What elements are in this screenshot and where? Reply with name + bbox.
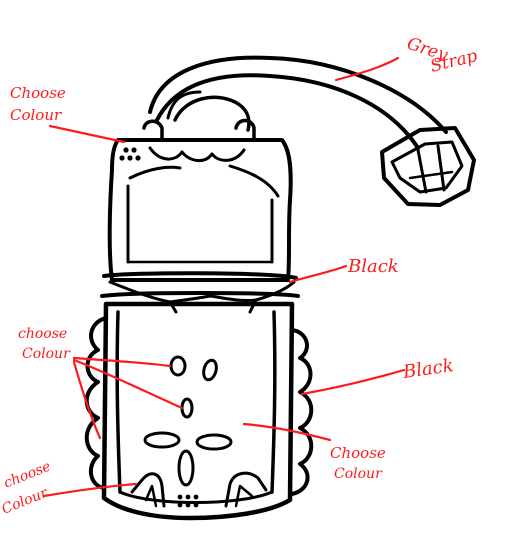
front-cross-emblem xyxy=(143,431,233,487)
grey-strap xyxy=(148,55,448,150)
label-lower-center-line2: Colour xyxy=(334,466,383,482)
right-side-pocket xyxy=(290,328,314,496)
backpack-top-lid xyxy=(107,118,293,282)
label-top-left-line2: Colour xyxy=(10,106,62,124)
label-mid-left-line1: choose xyxy=(18,326,67,342)
lower-pocket-lines xyxy=(130,471,268,508)
bottom-button-cluster-icon xyxy=(177,494,199,508)
front-eyes xyxy=(169,355,218,419)
backpack-main-body xyxy=(101,301,295,521)
label-lower-center-line1: Choose xyxy=(330,444,386,462)
annotation-leader-lines xyxy=(42,56,406,498)
label-mid-right: Black xyxy=(347,256,399,277)
label-bottom-left-line1: choose xyxy=(2,458,54,491)
label-top-left-line1: Choose xyxy=(10,84,66,102)
label-mid-left-line2: Colour xyxy=(22,346,71,362)
label-lower-right: Black xyxy=(401,355,455,383)
strap-buckle xyxy=(380,126,476,207)
top-button-cluster-icon xyxy=(119,147,141,161)
